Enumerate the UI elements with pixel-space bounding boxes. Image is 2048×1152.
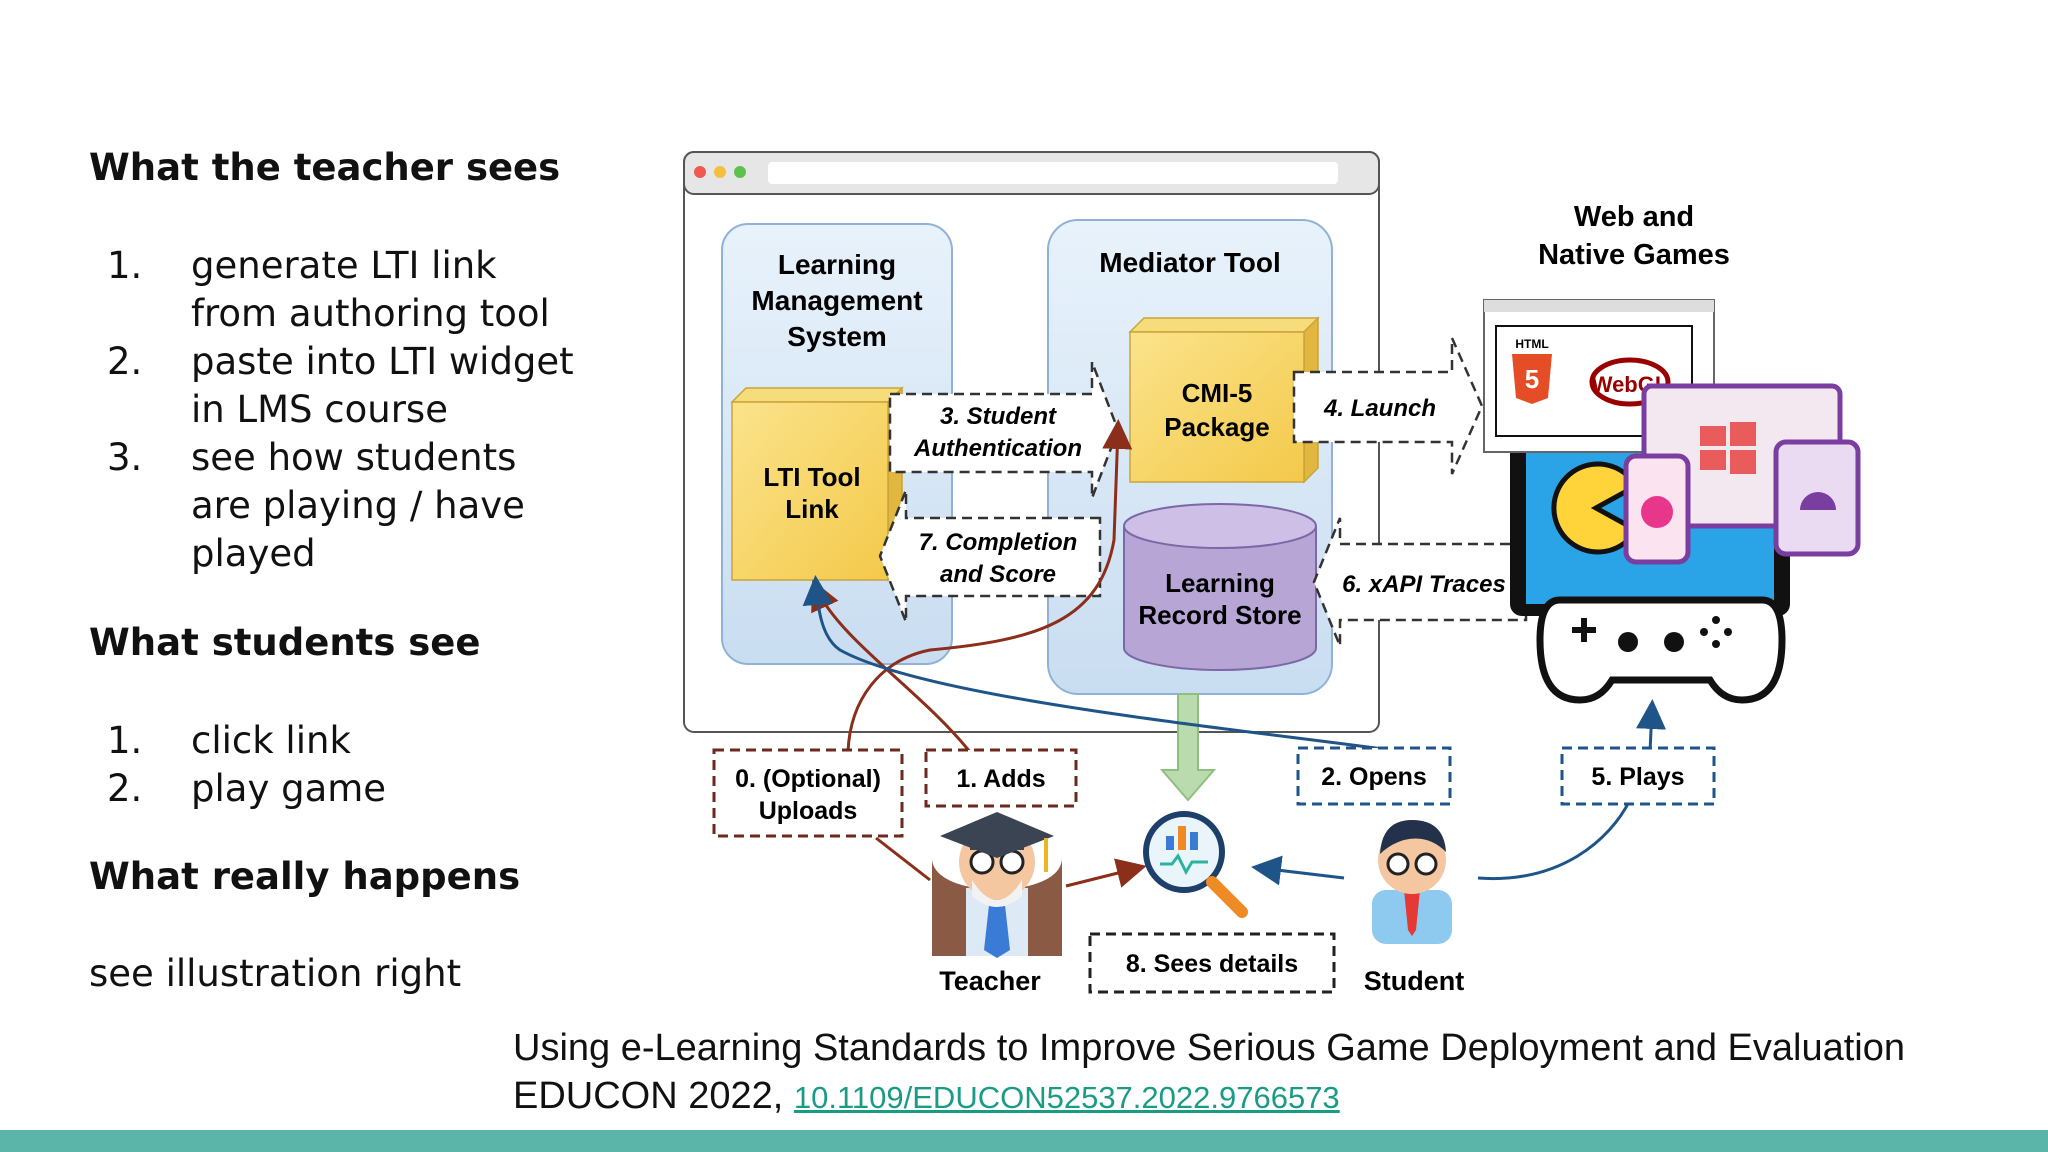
cmi5-label-1: CMI-5: [1182, 378, 1253, 408]
pacman-icon: [1551, 461, 1640, 555]
analytics-magnifier-icon: [1143, 811, 1248, 918]
lms-title-3: System: [787, 321, 887, 352]
lrs-to-dashboard-arrow: [1159, 693, 1217, 802]
teacher-step-2: 2. paste into LTI widget in LMS course: [107, 340, 574, 431]
step4-label: 4. Launch: [1323, 395, 1436, 422]
step8-box: 8. Sees details: [1088, 932, 1336, 994]
lms-title-1: Learning: [778, 249, 896, 280]
student-sees-flow: [1251, 855, 1345, 886]
teacher-step-1: 1. generate LTI link from authoring tool: [107, 244, 550, 335]
lti-label-2: Link: [785, 494, 839, 524]
step3-label-1: 3. Student: [940, 403, 1057, 430]
step3-auth-arrow: 3. Student Authentication: [888, 361, 1120, 499]
games-cluster: Web and Native Games HTML 5 WebGL: [1483, 201, 1861, 704]
happens-heading: What really happens: [89, 855, 521, 898]
cmi5-label-2: Package: [1164, 412, 1270, 442]
close-dot-icon: [694, 166, 706, 178]
lti-tool-box: LTI Tool Link: [730, 386, 904, 582]
step4-launch-arrow: 4. Launch: [1292, 337, 1484, 475]
gamepad-icon: [1536, 596, 1786, 704]
step6-xapi-arrow: 6. xAPI Traces: [1312, 517, 1528, 647]
lrs-label-2: Record Store: [1138, 600, 1301, 630]
step7-completion-arrow: 7. Completion and Score: [878, 489, 1102, 623]
doi-link[interactable]: 10.1109/EDUCON52537.2022.9766573: [793, 1080, 1340, 1115]
svg-text:5: 5: [1525, 364, 1539, 394]
teacher-upload-flow: [846, 419, 1133, 753]
bottom-accent-bar: [0, 1130, 2048, 1152]
step2-box: 2. Opens: [1296, 746, 1452, 806]
student-avatar: [1372, 820, 1452, 944]
step8-label: 8. Sees details: [1126, 950, 1298, 978]
teacher-avatar: [932, 812, 1062, 958]
step7-label-2: and Score: [940, 561, 1056, 588]
happens-text: see illustration right: [89, 952, 462, 995]
step0-box: 0. (Optional) Uploads: [712, 748, 904, 838]
cmi5-package-box: CMI-5 Package: [1128, 316, 1320, 484]
student-steps-list: 1. click link 2. play game: [89, 717, 649, 813]
lti-label-1: LTI Tool: [763, 462, 860, 492]
lms-title-2: Management: [751, 285, 922, 316]
step1-label: 1. Adds: [956, 765, 1045, 793]
student-label: Student: [1364, 966, 1465, 996]
lrs-label-1: Learning: [1165, 568, 1275, 598]
step6-label: 6. xAPI Traces: [1342, 571, 1506, 598]
step1-box: 1. Adds: [924, 748, 1078, 808]
games-title-1: Web and: [1574, 201, 1694, 233]
games-title-2: Native Games: [1538, 239, 1730, 271]
step0-label-1: 0. (Optional): [735, 765, 881, 793]
address-bar: [768, 162, 1338, 184]
html5-label: HTML: [1515, 337, 1548, 351]
student-step-2: 2. play game: [107, 767, 387, 810]
teacher-step-3: 3. see how students are playing / have p…: [107, 436, 525, 575]
student-opens-flow: [802, 575, 1421, 756]
step3-label-2: Authentication: [913, 435, 1082, 462]
citation-caption: Using e-Learning Standards to Improve Se…: [513, 1024, 1913, 1122]
step5-label: 5. Plays: [1591, 763, 1684, 791]
citation-text: Using e-Learning Standards to Improve Se…: [513, 1027, 1905, 1117]
student-step-1: 1. click link: [107, 719, 351, 762]
step7-label-1: 7. Completion: [919, 529, 1078, 556]
maximize-dot-icon: [734, 166, 746, 178]
students-heading: What students see: [89, 621, 481, 664]
teacher-steps-list: 1. generate LTI link from authoring tool…: [89, 242, 649, 578]
teacher-heading: What the teacher sees: [89, 146, 561, 189]
teacher-sees-flow: [1065, 858, 1147, 888]
student-plays-flow: [1477, 799, 1632, 881]
mediator-title: Mediator Tool: [1099, 247, 1280, 278]
step2-label: 2. Opens: [1321, 763, 1427, 791]
minimize-dot-icon: [714, 166, 726, 178]
html5-icon: [1512, 354, 1552, 404]
lrs-database: Learning Record Store: [1123, 503, 1317, 671]
step0-label-2: Uploads: [759, 797, 858, 825]
step5-box: 5. Plays: [1560, 746, 1716, 806]
teacher-label: Teacher: [939, 966, 1041, 996]
